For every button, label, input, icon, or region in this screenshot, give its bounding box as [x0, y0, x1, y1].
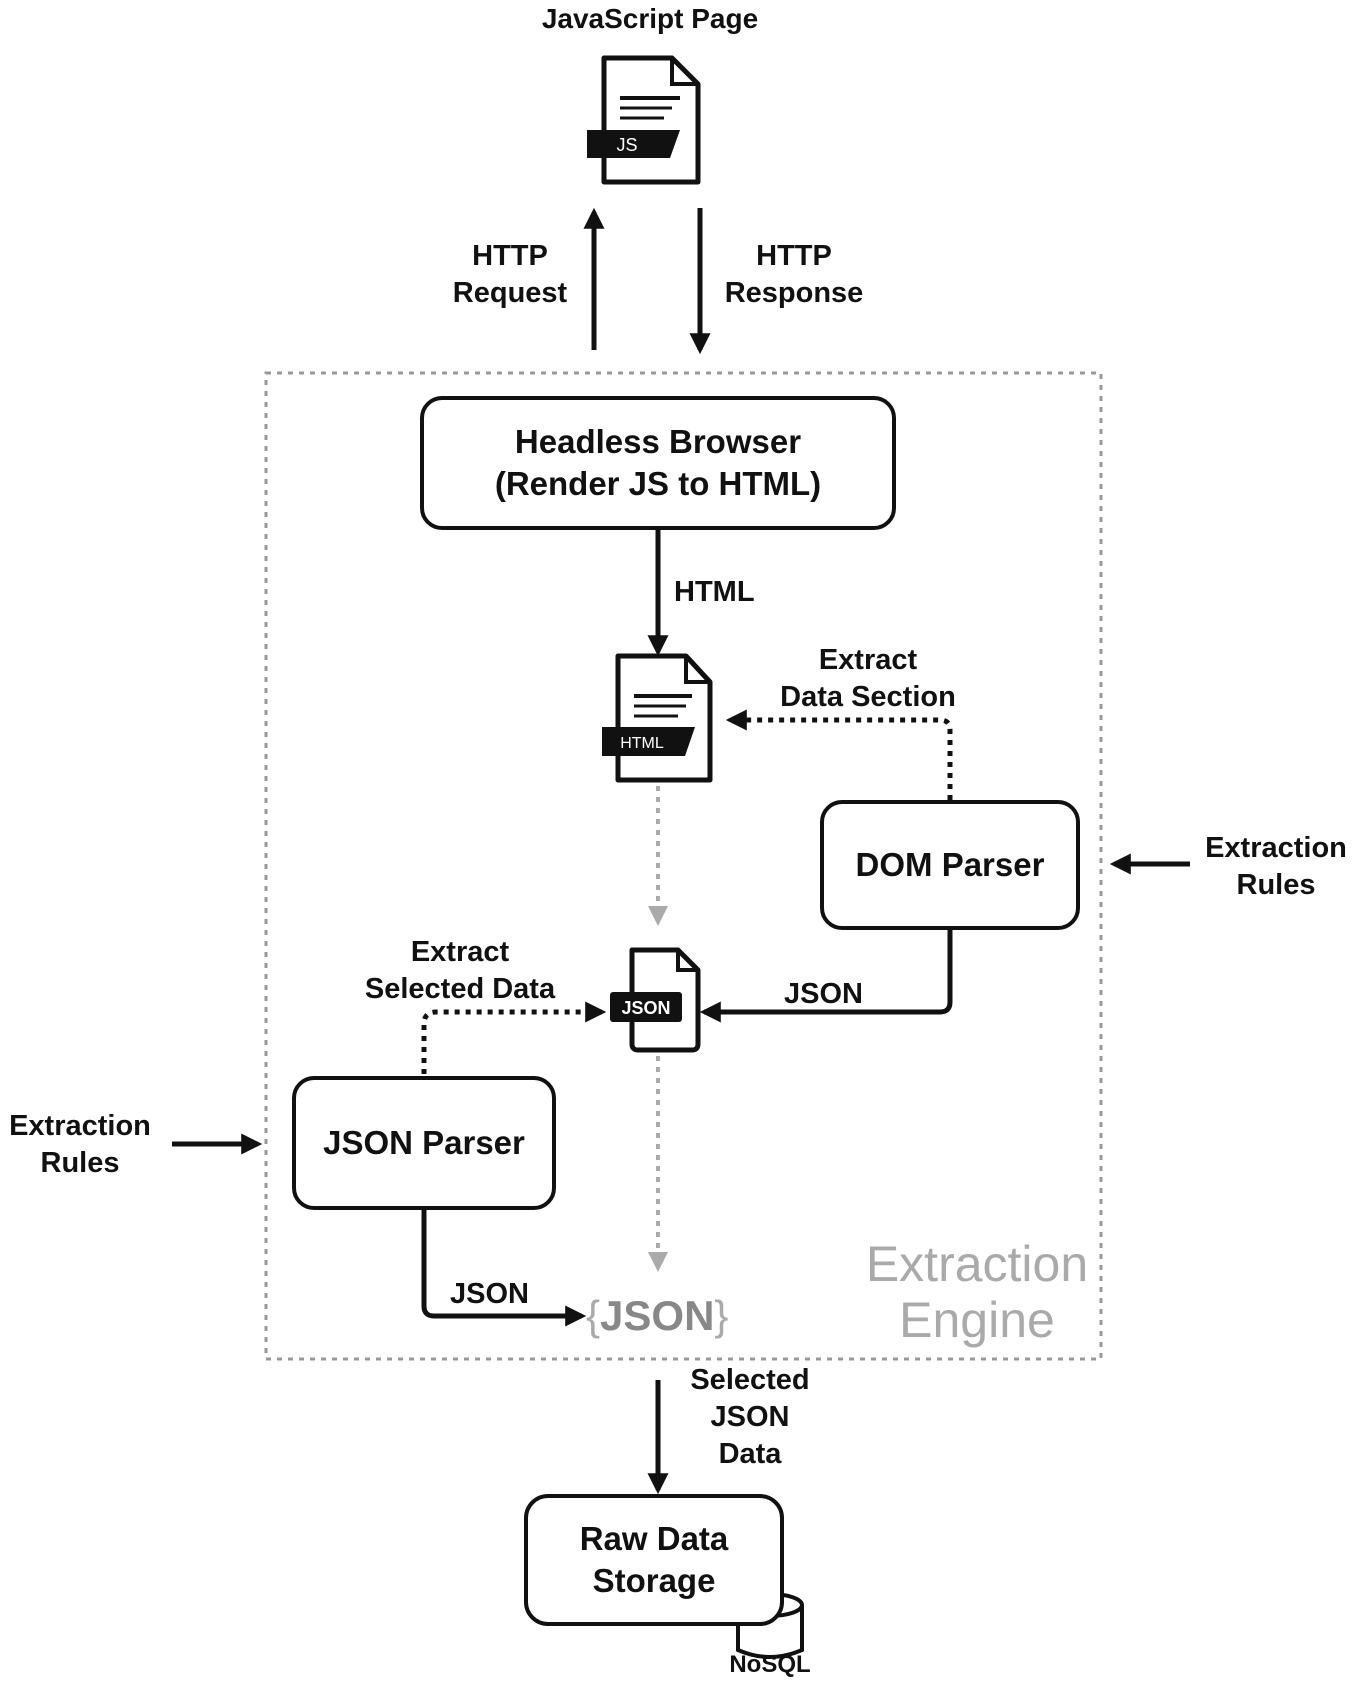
dom-json-connector: [699, 930, 953, 1023]
json-output-text: JSON: [600, 1292, 715, 1339]
raw-data-storage-line1: Raw Data: [579, 1520, 729, 1557]
http-request-line1: HTTP: [472, 240, 548, 272]
extraction-rules-left-line2: Rules: [40, 1147, 120, 1179]
parser-json-connector: [421, 1210, 587, 1327]
dom-parser-node: DOM Parser: [820, 800, 1080, 930]
http-response-line2: Response: [724, 277, 864, 309]
extraction-rules-right-label: Extraction Rules: [1196, 830, 1356, 904]
parser-json-edge-label: JSON: [450, 1278, 529, 1310]
http-request-line2: Request: [452, 277, 568, 309]
raw-data-storage-line2: Storage: [592, 1562, 716, 1599]
dom-json-edge-label: JSON: [784, 978, 863, 1010]
extraction-rules-left-label: Extraction Rules: [0, 1108, 160, 1182]
json-badge: JSON: [621, 998, 670, 1018]
extraction-engine-boundary: [264, 371, 1103, 1361]
html-edge-label: HTML: [674, 576, 755, 608]
javascript-page-title: JavaScript Page: [541, 3, 759, 34]
dom-parser-label: DOM Parser: [855, 846, 1045, 883]
javascript-file-icon: JS: [587, 55, 701, 185]
http-request-label: HTTP Request: [440, 238, 580, 312]
html-file-icon: HTML: [602, 653, 713, 783]
extraction-engine-label: Extraction Engine: [862, 1236, 1092, 1348]
json-parser-node: JSON Parser: [292, 1076, 556, 1210]
extraction-rules-right-line2: Rules: [1236, 869, 1316, 901]
extract-data-section-label: Extract Data Section: [768, 642, 968, 716]
selected-json-data-line2: JSON: [710, 1401, 790, 1433]
extract-selected-data-line1: Extract: [410, 936, 510, 968]
headless-browser-line1: Headless Browser: [514, 423, 802, 460]
extraction-rules-left-line1: Extraction: [9, 1110, 151, 1142]
http-response-line1: HTTP: [756, 240, 832, 272]
selected-json-data-line1: Selected: [690, 1364, 810, 1396]
json-output-open-brace: {: [586, 1292, 601, 1339]
extract-data-section-line2: Data Section: [780, 681, 956, 713]
extract-selected-data-connector: [421, 1001, 607, 1074]
extraction-rules-right-line1: Extraction: [1205, 832, 1347, 864]
extract-data-section-connector: [725, 709, 953, 800]
js-badge: JS: [616, 135, 637, 155]
extraction-engine-line2: Engine: [899, 1292, 1055, 1348]
selected-json-data-label: Selected JSON Data: [680, 1362, 820, 1473]
extract-selected-data-line2: Selected Data: [364, 973, 556, 1005]
extraction-engine-line1: Extraction: [865, 1236, 1089, 1292]
json-file-icon: JSON: [610, 947, 701, 1053]
json-parser-label: JSON Parser: [323, 1124, 525, 1161]
raw-data-storage-node: Raw Data Storage: [524, 1494, 784, 1626]
html-badge: HTML: [620, 735, 664, 752]
json-output-close-brace: }: [714, 1292, 729, 1339]
nosql-label: NoSQL: [729, 1651, 811, 1678]
headless-browser-node: Headless Browser (Render JS to HTML): [420, 396, 896, 530]
selected-json-data-line3: Data: [718, 1438, 782, 1470]
headless-browser-line2: (Render JS to HTML): [494, 465, 822, 502]
extract-selected-data-label: Extract Selected Data: [350, 934, 570, 1008]
json-output: {JSON}: [586, 1290, 728, 1342]
extract-data-section-line1: Extract: [818, 644, 918, 676]
http-response-label: HTTP Response: [714, 238, 874, 312]
